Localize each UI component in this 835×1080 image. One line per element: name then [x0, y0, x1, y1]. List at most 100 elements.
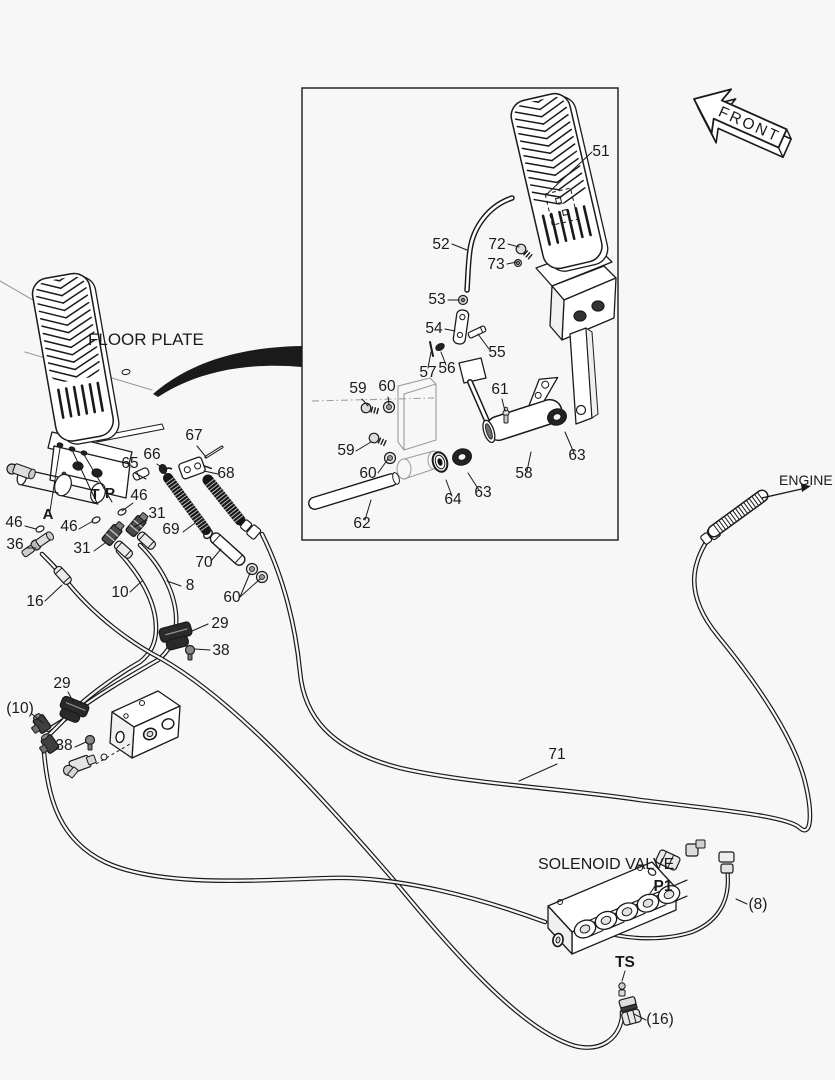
pedal-slots: [541, 205, 592, 246]
mount-plate-right: [569, 327, 599, 425]
solenoid-cylinder: [615, 896, 646, 922]
pilot-valve-block: [95, 690, 181, 765]
label-p46a: 46: [130, 487, 147, 504]
label-p66: 66: [143, 446, 160, 463]
label-p46b: 46: [5, 514, 22, 531]
bushing-icon: [452, 448, 472, 466]
label-solenoid-valve: SOLENOID VALVE: [538, 856, 674, 873]
washer-64: [431, 451, 449, 473]
hose-fitting-icon: [125, 512, 149, 538]
hoses-and-cables: [39, 531, 813, 1050]
elbow-10-a: [31, 713, 52, 734]
label-p55: 55: [488, 344, 505, 361]
floor-pedal: [31, 272, 120, 445]
p1-elbow: [685, 839, 706, 857]
label-p8: 8: [186, 577, 195, 594]
label-pTS: TS: [615, 954, 635, 971]
spring-69: [163, 473, 211, 535]
ghost-bracket: [311, 377, 441, 480]
label-p46c: 46: [60, 518, 77, 535]
cable-sheath: [202, 474, 246, 526]
label-p60d: 60: [223, 589, 241, 606]
label-p57: 57: [419, 364, 436, 381]
part-labels: FLOOR PLATE ENGINE SOLENOID VALVE 51 52 72 73 5…: [5, 143, 832, 1028]
elbow-fitting-lower: [62, 754, 97, 779]
label-p53: 53: [428, 291, 445, 308]
: [67, 766, 79, 779]
label-engine: ENGINE: [779, 472, 833, 488]
clevis-68: [178, 456, 213, 480]
label-p68: 68: [217, 465, 234, 482]
label-p8p: (8): [749, 896, 768, 913]
label-p72: 72: [488, 236, 505, 253]
solenoid-cylinder: [657, 879, 688, 905]
label-p69: 69: [162, 521, 179, 538]
detail-inset-box: [301, 87, 619, 541]
label-pP: P: [105, 485, 115, 502]
lever-58: [482, 376, 563, 444]
damper-70: [209, 532, 246, 566]
label-p10p: (10): [6, 700, 34, 717]
label-p29d: 29: [53, 675, 70, 692]
link-54: [452, 309, 470, 345]
label-p16p: (16): [646, 1011, 674, 1028]
inset-parts: [308, 195, 599, 510]
pin-55: [467, 325, 487, 339]
label-pP1: P1: [654, 878, 673, 895]
label-p65: 65: [121, 455, 138, 472]
label-p36: 36: [6, 536, 23, 553]
front-arrow: FRONT: [693, 88, 792, 159]
label-p31b: 31: [73, 540, 90, 557]
label-p29u: 29: [211, 615, 228, 632]
ts-fitting: [618, 982, 626, 997]
bolt-icon: [368, 432, 387, 447]
label-p52: 52: [432, 236, 449, 253]
label-p59u: 59: [349, 380, 366, 397]
base-elbow-fitting: [6, 463, 36, 480]
label-p31a: 31: [148, 505, 165, 522]
cable-sleeve-icon: [53, 565, 72, 586]
clamp-29-upper: [158, 621, 193, 651]
label-p71: 71: [548, 746, 565, 763]
label-p60l: 60: [359, 465, 377, 482]
label-p62: 62: [353, 515, 370, 532]
label-p70: 70: [195, 554, 213, 571]
label-p56: 56: [438, 360, 455, 377]
hose-16-fitting: [618, 996, 642, 1026]
label-p60u: 60: [378, 378, 396, 395]
label-p51: 51: [592, 143, 609, 160]
elbow-36: [21, 531, 55, 558]
label-p64: 64: [444, 491, 462, 508]
label-floor-plate: FLOOR PLATE: [88, 330, 204, 349]
label-p38u: 38: [212, 642, 229, 659]
label-p58: 58: [515, 465, 532, 482]
label-p61: 61: [491, 381, 508, 398]
shaft-62: [308, 472, 400, 510]
engine-cable-end: [700, 484, 811, 545]
pedal-tread-hatch: [33, 274, 102, 385]
inset-pedal: [510, 92, 609, 272]
label-p63r: 63: [568, 447, 585, 464]
clamp-29-lower: [59, 695, 90, 723]
label-p10: 10: [111, 584, 129, 601]
pedal-slots: [57, 381, 104, 419]
label-p59l: 59: [337, 442, 354, 459]
floor-assembly-parts: [21, 445, 269, 779]
hose-fitting-icon: [101, 521, 125, 547]
solenoid-valve-assembly: [547, 839, 735, 1026]
label-p16: 16: [26, 593, 43, 610]
bushing-icon: [547, 408, 567, 426]
pointer-swoosh: [153, 346, 302, 397]
cable-sleeve-icon: [113, 540, 134, 559]
label-p67: 67: [185, 427, 202, 444]
bolt-icon: [515, 243, 533, 260]
bolt-38-lower: [84, 734, 96, 751]
grease-fitting-61: [502, 406, 510, 424]
p1-solenoid-coil: [655, 849, 681, 871]
label-pA: A: [43, 506, 54, 523]
label-p73: 73: [487, 256, 504, 273]
bolt-icon: [360, 402, 379, 415]
cable-ferrules: [240, 519, 262, 540]
